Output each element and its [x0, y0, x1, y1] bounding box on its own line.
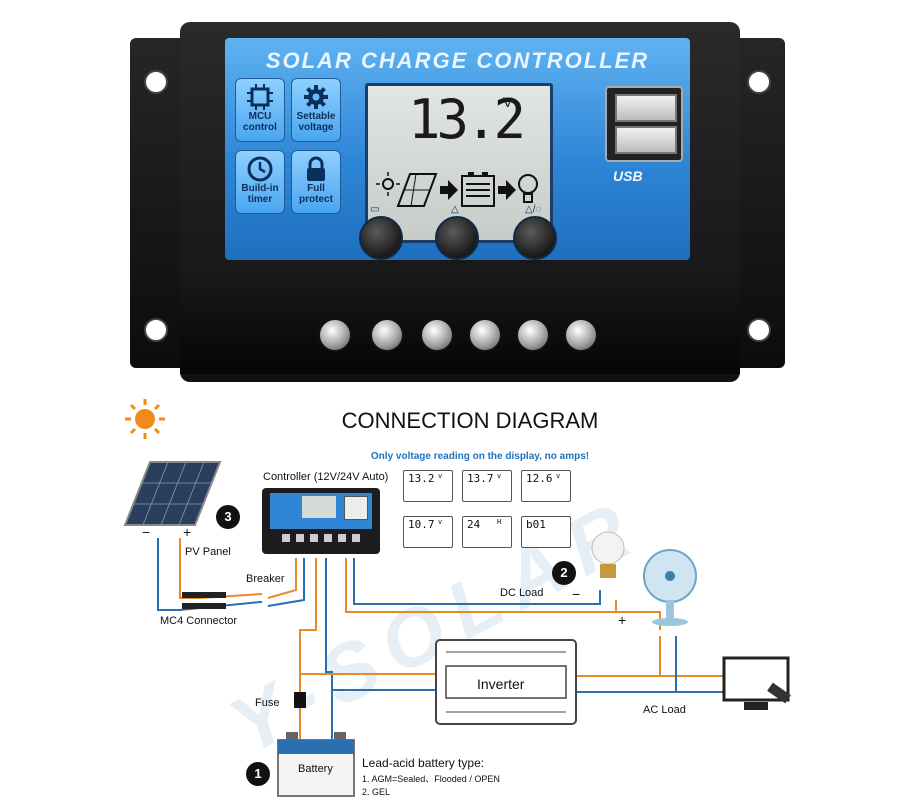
dc-plus-sign: + — [618, 612, 627, 628]
bulb-icon — [518, 174, 538, 203]
feature-full-protect: Full protect — [291, 150, 341, 214]
fuse-label: Fuse — [255, 697, 280, 709]
pv-minus-sign: − — [142, 524, 151, 540]
up-button[interactable] — [435, 216, 479, 260]
inverter-label: Inverter — [477, 676, 525, 692]
battery-graphic — [277, 732, 355, 797]
feature-label: Settable voltage — [296, 111, 336, 133]
fuse-graphic — [294, 692, 306, 708]
breaker-label: Breaker — [246, 573, 285, 585]
usb-slot[interactable] — [615, 126, 677, 154]
menu-button-label: ▭ — [370, 204, 380, 215]
mc4-connector-label: MC4 Connector — [160, 615, 238, 627]
marker-pv-panel: 3 — [216, 505, 240, 529]
tv-graphic — [722, 656, 791, 710]
battery-label: Battery — [298, 763, 333, 775]
mount-hole — [144, 70, 168, 94]
usb-dual-port[interactable] — [605, 86, 683, 162]
panel-title: SOLAR CHARGE CONTROLLER — [265, 48, 650, 73]
feature-mcu-control: MCU control — [235, 78, 285, 142]
feature-label: MCU control — [243, 111, 277, 133]
mount-hole — [144, 318, 168, 342]
lcd-flow-icons — [376, 172, 538, 207]
pv-plus-sign: + — [183, 524, 192, 540]
diagram-note: Only voltage reading on the display, no … — [370, 451, 590, 462]
inverter-graphic — [435, 639, 577, 725]
solar-panel-icon — [396, 173, 438, 207]
dc-minus-sign: − — [572, 586, 581, 602]
battery-note-title: Lead-acid battery type: — [362, 756, 485, 770]
terminal-screw[interactable] — [370, 318, 404, 352]
lcd-voltage-value: 13.2 — [408, 88, 526, 151]
down-button[interactable] — [513, 216, 557, 260]
diagram-title: CONNECTION DIAGRAM — [341, 408, 599, 433]
arrow-right-icon — [440, 180, 458, 200]
usb-slot[interactable] — [615, 94, 677, 122]
fan-graphic — [643, 549, 697, 626]
wiring-diagram — [123, 461, 791, 797]
lcd-voltage-unit: V — [503, 94, 513, 110]
up-button-label: △ — [451, 204, 459, 215]
battery-icon — [461, 172, 495, 207]
pv-panel-label: PV Panel — [185, 546, 231, 558]
mount-hole — [747, 318, 771, 342]
terminal-screw[interactable] — [564, 318, 598, 352]
menu-button[interactable] — [359, 216, 403, 260]
terminal-strip — [180, 268, 740, 374]
feature-label: Full protect — [299, 183, 333, 205]
charge-controller-device: SOLAR CHARGE CONTROLLER MCU control Sett… — [0, 0, 919, 400]
gear-icon — [292, 83, 340, 111]
diagram-controller-graphic — [262, 488, 380, 554]
mc4-connector — [182, 603, 226, 609]
chip-icon — [236, 83, 284, 111]
clock-icon — [236, 155, 284, 183]
reading-panel: b01 — [521, 516, 571, 548]
controller-label: Controller (12V/24V Auto) — [263, 471, 389, 483]
sun-icon — [376, 172, 400, 196]
front-panel: SOLAR CHARGE CONTROLLER MCU control Sett… — [225, 38, 690, 260]
mc4-connector — [182, 592, 226, 598]
bulb-graphic — [591, 531, 625, 578]
feature-label: Build-in timer — [241, 183, 279, 205]
ac-load-label: AC Load — [643, 704, 686, 716]
marker-dc-load: 2 — [552, 561, 576, 585]
sun-icon — [125, 399, 165, 439]
battery-note-line2: 2. GEL — [362, 787, 391, 797]
arrow-right-icon — [498, 180, 516, 200]
terminal-screw[interactable] — [468, 318, 502, 352]
pv-panel-graphic — [123, 461, 222, 526]
feature-build-in-timer: Build-in timer — [235, 150, 285, 214]
lock-icon — [292, 155, 340, 183]
feature-settable-voltage: Settable voltage — [291, 78, 341, 142]
battery-note-line1: 1. AGM=Sealed、Flooded / OPEN — [362, 774, 500, 784]
terminal-screw[interactable] — [420, 318, 454, 352]
usb-label: USB — [613, 168, 643, 184]
battery-type-note: Lead-acid battery type: 1. AGM=Sealed、Fl… — [362, 756, 500, 797]
marker-battery: 1 — [246, 762, 270, 786]
mount-hole — [747, 70, 771, 94]
terminal-screw[interactable] — [318, 318, 352, 352]
down-button-label: △/◌ — [525, 204, 542, 215]
dc-load-label: DC Load — [500, 587, 544, 599]
terminal-screw[interactable] — [516, 318, 550, 352]
